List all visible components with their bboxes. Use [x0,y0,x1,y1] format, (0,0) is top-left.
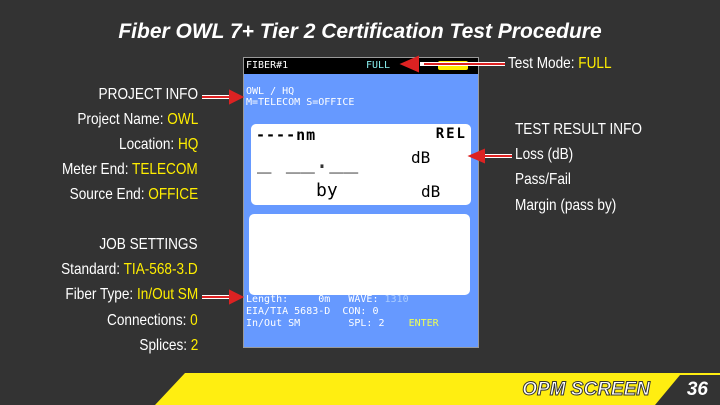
location: Location: HQ [118,136,198,153]
result-item: Margin (pass by) [515,197,617,214]
project-name: Project Name: OWL [77,111,198,128]
con-value: CON: 0 [342,306,379,317]
project-info-heading: PROJECT INFO [98,86,198,103]
project-line: OWL / HQ [246,86,295,97]
fiber-type: Fiber Type: In/Out SM [65,286,198,303]
screen-footer: Length: 0m WAVE: 1310 EIA/TIA 5683-D CON… [246,294,439,330]
connections: Connections: 0 [107,312,198,329]
standard-value: EIA/TIA 5683-D [246,306,331,317]
job-settings-heading: JOB SETTINGS [99,236,198,253]
wave-value: 1310 [384,294,409,305]
pass-fail-box [249,214,470,295]
margin-label: by [316,180,338,201]
splices: Splices: 2 [139,337,198,354]
loss-unit: dB [411,148,431,167]
ends-line: M=TELECOM S=OFFICE [246,97,355,108]
test-mode-label: Test Mode: FULL [508,55,612,72]
loss-value: _ __.__ [257,146,359,174]
margin-unit: dB [421,182,441,201]
rel-label: REL [435,126,467,142]
result-item: Pass/Fail [515,171,571,188]
source-end: Source End: OFFICE [69,186,198,203]
footer-label: OPM SCREEN [522,379,651,401]
project-lines: OWL / HQ M=TELECOM S=OFFICE [244,86,478,108]
page-number-box [655,375,720,405]
page-number: 36 [686,379,708,400]
mode-indicator: FULL [366,60,391,71]
fiber-type-value: In/Out SM [246,318,301,329]
standard: Standard: TIA-568-3.D [61,261,198,278]
length-value: 0m [318,294,331,305]
wave-label: WAVE: [348,294,379,305]
page-title: Fiber OWL 7+ Tier 2 Certification Test P… [118,20,602,43]
meter-end: Meter End: TELECOM [62,161,198,178]
footer-band [155,373,720,405]
test-result-heading: TEST RESULT INFO [515,121,642,138]
result-box: ----nm REL _ __.__ dB by dB [251,124,471,205]
spl-value: SPL: 2 [348,318,385,329]
enter-button[interactable]: ENTER [408,318,439,329]
wavelength: ----nm [256,126,317,144]
result-item: Loss (dB) [515,146,574,163]
length-label: Length: [246,294,289,305]
opm-screen: FIBER#1 FULL OWL / HQ M=TELECOM S=OFFICE… [243,57,479,348]
fiber-number: FIBER#1 [246,60,289,71]
